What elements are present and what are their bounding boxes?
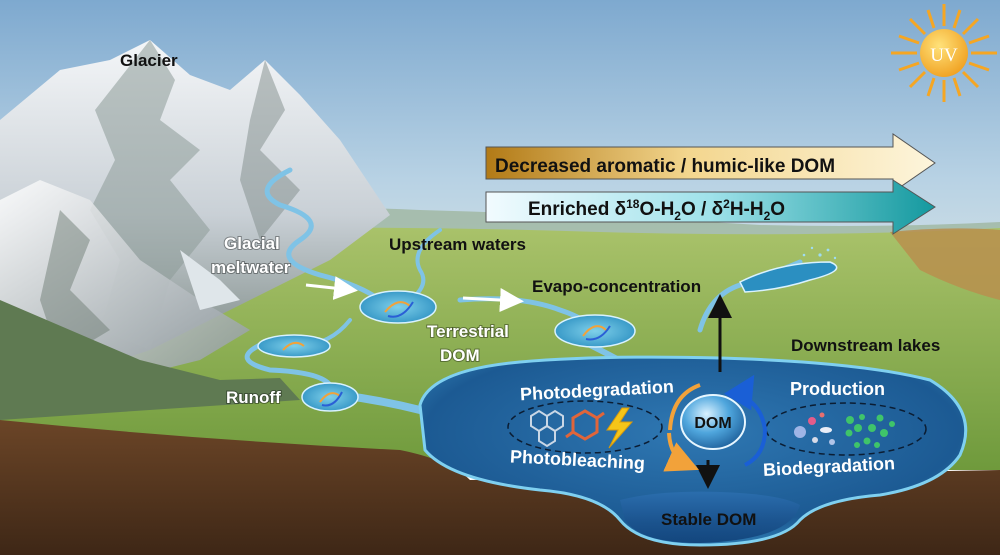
terrestrial-label: Terrestrial bbox=[427, 322, 509, 341]
dom-bubble bbox=[680, 394, 746, 450]
stable-dom-label: Stable DOM bbox=[661, 510, 756, 529]
sun-uv-icon: UV bbox=[891, 4, 997, 102]
lightning-icon bbox=[606, 407, 634, 449]
microbe-icon bbox=[794, 412, 835, 445]
evapo-label: Evapo-concentration bbox=[532, 277, 701, 296]
production-label: Production bbox=[790, 379, 885, 399]
evapo-pond bbox=[738, 246, 838, 293]
aromatic-trend-arrow: Decreased aromatic / humic-like DOM bbox=[485, 133, 936, 193]
glacial-label: Glacial bbox=[224, 234, 280, 253]
dom-center-label: DOM bbox=[694, 415, 731, 432]
bio-process-ellipse bbox=[765, 402, 927, 456]
runoff-label: Runoff bbox=[226, 388, 281, 407]
runoff-pond-2 bbox=[301, 382, 359, 412]
algae-icon bbox=[845, 414, 895, 448]
terrestrial-dom-label: DOM bbox=[440, 346, 480, 365]
uv-label: UV bbox=[930, 45, 958, 66]
upstream-pond-2 bbox=[554, 314, 636, 348]
aromatic-trend-label: Decreased aromatic / humic-like DOM bbox=[495, 156, 835, 177]
meltwater-label: meltwater bbox=[211, 258, 291, 277]
isotope-trend-label: Enriched δ18O-H2O / δ2H-H2O bbox=[528, 197, 785, 223]
photo-cycle-arrow-lower bbox=[663, 432, 699, 472]
isotope-trend-arrow: Enriched δ18O-H2O / δ2H-H2O bbox=[485, 179, 936, 235]
benzene-icon bbox=[565, 409, 605, 441]
brown-hill bbox=[890, 228, 1000, 300]
runoff-pond-1 bbox=[257, 334, 331, 358]
glacier-label: Glacier bbox=[120, 51, 178, 70]
mountain-range bbox=[0, 40, 390, 420]
upstream-pond-1 bbox=[359, 290, 437, 324]
downstream-lakes-label: Downstream lakes bbox=[791, 336, 940, 355]
hexagon-icon bbox=[530, 409, 564, 448]
bio-cycle-arrowhead bbox=[723, 374, 755, 411]
photo-cycle-arrow-upper bbox=[668, 383, 701, 431]
upstream-waters-label: Upstream waters bbox=[389, 235, 526, 254]
photo-process-ellipse bbox=[507, 400, 663, 454]
meltwater-flow-arrow bbox=[305, 276, 358, 300]
upstream-flow-arrow bbox=[462, 288, 524, 313]
